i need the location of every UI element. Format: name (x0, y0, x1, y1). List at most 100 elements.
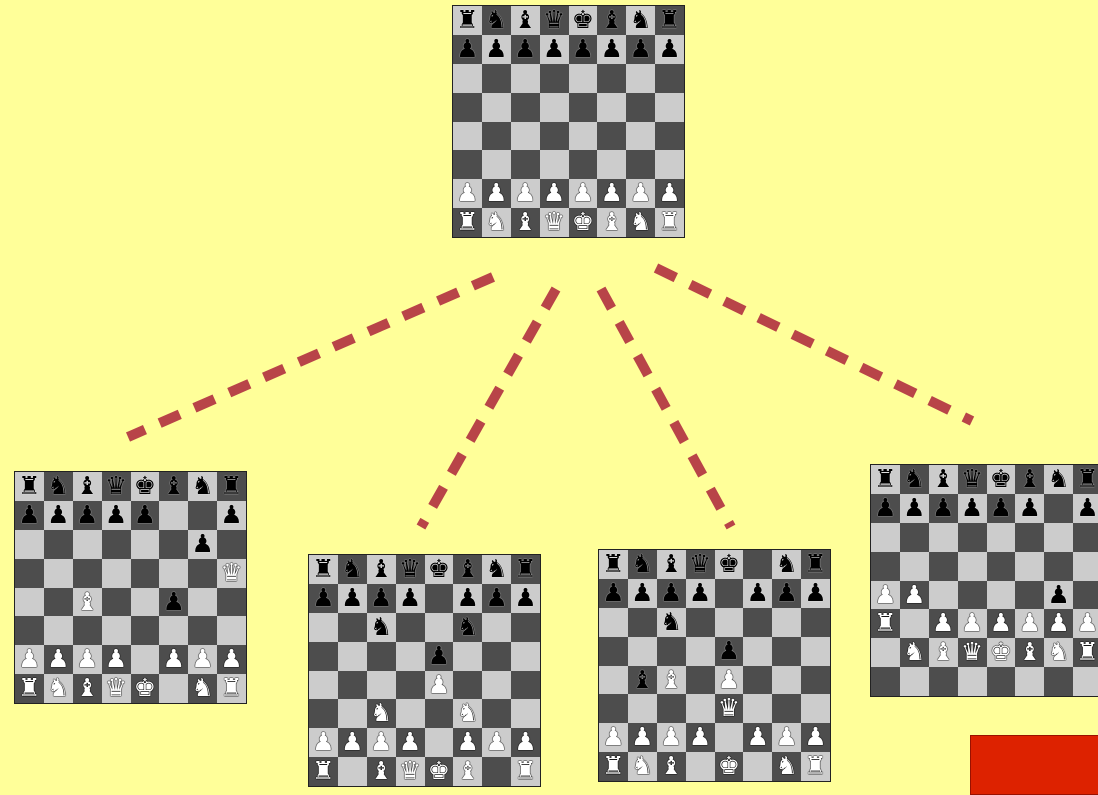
white-knight-icon: ♞ (47, 676, 69, 701)
black-knight-icon: ♞ (903, 467, 925, 492)
board-square (569, 64, 598, 93)
board-square: ♟ (1015, 494, 1044, 523)
board-square (655, 93, 684, 122)
black-pawn-icon: ♟ (1019, 496, 1041, 521)
black-pawn-icon: ♟ (804, 581, 826, 606)
board-square: ♝ (1015, 465, 1044, 494)
black-knight-icon: ♞ (631, 552, 653, 577)
white-rook-icon: ♜ (456, 210, 478, 235)
board-square: ♟ (871, 581, 900, 610)
white-pawn-icon: ♟ (776, 725, 798, 750)
board-square (159, 616, 188, 645)
board-square (900, 552, 929, 581)
board-square (657, 694, 686, 723)
board-square (900, 609, 929, 638)
board-square (453, 122, 482, 151)
board-square: ♛ (540, 6, 569, 35)
board-square: ♛ (958, 638, 987, 667)
board-square: ♟ (1073, 494, 1098, 523)
board-square: ♞ (188, 472, 217, 501)
board-square (453, 93, 482, 122)
board-square: ♟ (1044, 581, 1073, 610)
board-square: ♚ (425, 757, 454, 786)
white-pawn-icon: ♟ (1076, 611, 1098, 636)
board-square: ♜ (871, 609, 900, 638)
board-square: ♟ (628, 579, 657, 608)
board-square (1015, 667, 1044, 696)
black-pawn-icon: ♟ (718, 639, 740, 664)
board-square: ♝ (73, 674, 102, 703)
board-square (159, 501, 188, 530)
board-square: ♝ (628, 666, 657, 695)
black-pawn-icon: ♟ (341, 586, 363, 611)
board-square: ♛ (715, 694, 744, 723)
white-queen-icon: ♛ (105, 676, 127, 701)
board-square (801, 666, 830, 695)
white-knight-icon: ♞ (631, 754, 653, 779)
black-pawn-icon: ♟ (1076, 496, 1098, 521)
board-square: ♟ (159, 645, 188, 674)
board-square: ♞ (44, 674, 73, 703)
white-rook-icon: ♜ (804, 754, 826, 779)
white-pawn-icon: ♟ (192, 647, 214, 672)
board-square (453, 671, 482, 700)
board-square: ♞ (44, 472, 73, 501)
board-square: ♞ (772, 550, 801, 579)
board-square (772, 608, 801, 637)
black-pawn-icon: ♟ (660, 581, 682, 606)
board-square: ♞ (338, 555, 367, 584)
white-pawn-icon: ♟ (457, 730, 479, 755)
white-rook-icon: ♜ (1076, 640, 1098, 665)
black-pawn-icon: ♟ (689, 581, 711, 606)
board-square: ♟ (871, 494, 900, 523)
board-square (987, 552, 1016, 581)
board-square: ♟ (73, 501, 102, 530)
board-square (540, 150, 569, 179)
board-square (511, 93, 540, 122)
board-square: ♚ (131, 674, 160, 703)
board-square (772, 694, 801, 723)
black-pawn-icon: ♟ (514, 37, 536, 62)
board-square (597, 150, 626, 179)
board-square (159, 559, 188, 588)
board-square: ♟ (540, 35, 569, 64)
board-square: ♛ (396, 757, 425, 786)
board-square: ♟ (309, 584, 338, 613)
board-square: ♜ (309, 757, 338, 786)
board-square: ♞ (482, 208, 511, 237)
white-bishop-icon: ♝ (514, 210, 536, 235)
board-square: ♟ (425, 642, 454, 671)
white-bishop-icon: ♝ (660, 668, 682, 693)
black-pawn-icon: ♟ (543, 37, 565, 62)
board-square: ♜ (309, 555, 338, 584)
white-knight-icon: ♞ (630, 210, 652, 235)
white-pawn-icon: ♟ (456, 181, 478, 206)
edge-to-child-1 (128, 277, 493, 437)
board-square: ♛ (686, 550, 715, 579)
board-square: ♟ (102, 501, 131, 530)
board-square: ♟ (367, 584, 396, 613)
board-square (453, 642, 482, 671)
board-square: ♟ (453, 35, 482, 64)
board-square: ♟ (367, 728, 396, 757)
board-square (159, 674, 188, 703)
white-pawn-icon: ♟ (718, 668, 740, 693)
board-square (743, 666, 772, 695)
white-pawn-icon: ♟ (747, 725, 769, 750)
black-bishop-icon: ♝ (457, 557, 479, 582)
black-pawn-icon: ♟ (630, 37, 652, 62)
board-square (1044, 523, 1073, 552)
board-square: ♜ (15, 674, 44, 703)
board-square: ♝ (657, 666, 686, 695)
board-square (511, 642, 540, 671)
board-square: ♟ (655, 35, 684, 64)
board-square (987, 667, 1016, 696)
board-square (655, 122, 684, 151)
white-pawn-icon: ♟ (660, 725, 682, 750)
board-square (396, 642, 425, 671)
board-square: ♞ (482, 555, 511, 584)
board-square: ♛ (102, 674, 131, 703)
board-square: ♟ (801, 723, 830, 752)
board-square: ♟ (715, 637, 744, 666)
board-square (102, 530, 131, 559)
